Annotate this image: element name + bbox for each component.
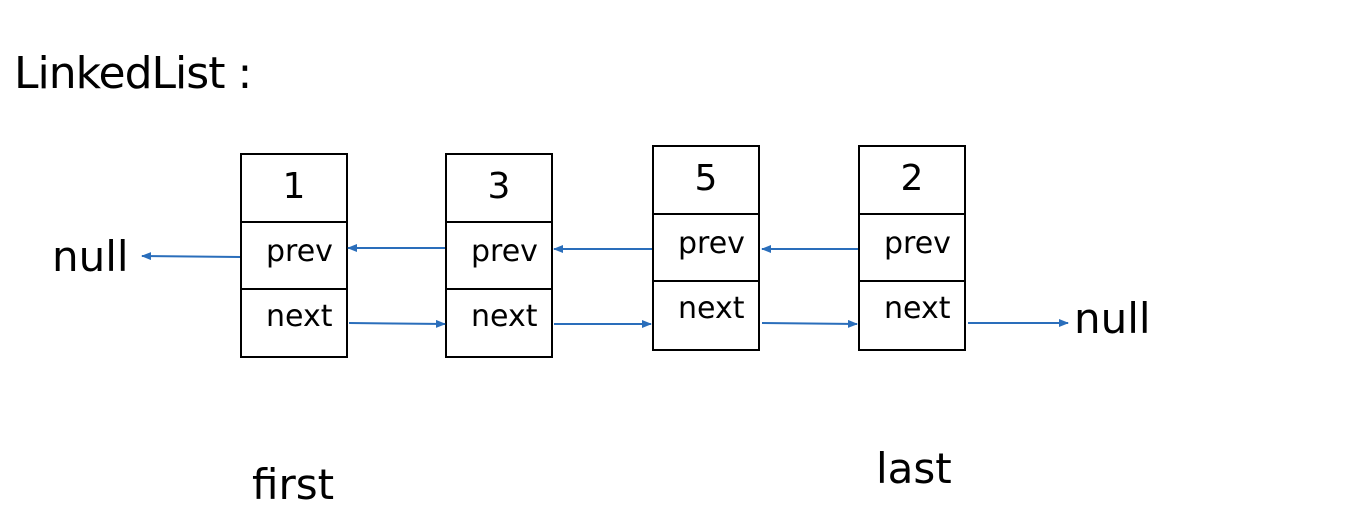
- first-pointer-label: first: [252, 460, 335, 509]
- list-node-3: 5 prev next: [652, 145, 760, 351]
- node-value: 3: [447, 155, 551, 223]
- node-next-field: next: [884, 291, 951, 326]
- list-node-2: 3 prev next: [445, 153, 553, 358]
- next-arrow-node1-to-node2: [348, 319, 446, 328]
- list-node-4: 2 prev next: [858, 145, 966, 351]
- node-next-field: next: [471, 299, 538, 334]
- node-prev-field: prev: [447, 223, 551, 290]
- node-value: 5: [654, 147, 758, 215]
- node-value: 1: [242, 155, 346, 223]
- node-next-field: next: [678, 291, 745, 326]
- node-prev-field: prev: [860, 215, 964, 282]
- node-prev-field: prev: [242, 223, 346, 290]
- node-prev-field: prev: [654, 215, 758, 282]
- list-node-1: 1 prev next: [240, 153, 348, 358]
- diagram-title: LinkedList :: [14, 48, 252, 99]
- null-right-label: null: [1074, 294, 1151, 343]
- prev-arrow-null: [141, 252, 241, 261]
- next-arrow-node3-to-node4: [761, 319, 858, 328]
- node-value: 2: [860, 147, 964, 215]
- node-next-field: next: [266, 299, 333, 334]
- last-pointer-label: last: [876, 444, 952, 493]
- null-left-label: null: [52, 232, 129, 281]
